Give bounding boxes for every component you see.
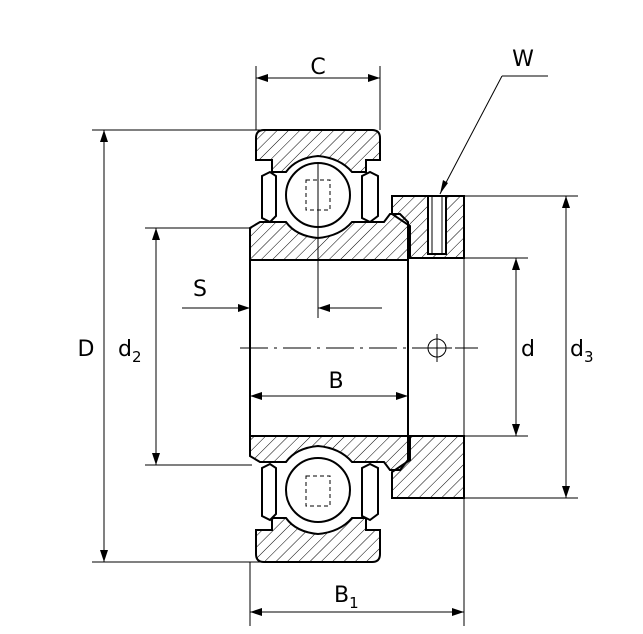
inner-ring-lower	[249, 435, 409, 471]
label-D: D	[78, 337, 95, 362]
seal-left-upper	[261, 170, 277, 224]
outer-ring-upper	[255, 129, 381, 173]
label-W: W	[512, 47, 534, 72]
seal-right-upper	[361, 170, 379, 224]
label-B: B	[328, 369, 343, 394]
label-d2: d2	[118, 337, 142, 366]
lower-section	[249, 435, 465, 563]
label-B1: B1	[334, 583, 359, 612]
ball-lower	[285, 457, 351, 523]
ball-lower-dashed-square	[305, 475, 331, 507]
outer-ring-lower	[255, 517, 381, 563]
leader-W	[439, 75, 503, 195]
seal-right-lower	[361, 462, 379, 522]
label-d3: d3	[570, 337, 594, 366]
label-C: C	[310, 55, 325, 80]
label-S: S	[193, 277, 207, 302]
label-d: d	[521, 337, 535, 362]
seal-left-lower	[261, 462, 277, 522]
set-screw	[427, 195, 447, 255]
upper-section	[249, 129, 465, 261]
